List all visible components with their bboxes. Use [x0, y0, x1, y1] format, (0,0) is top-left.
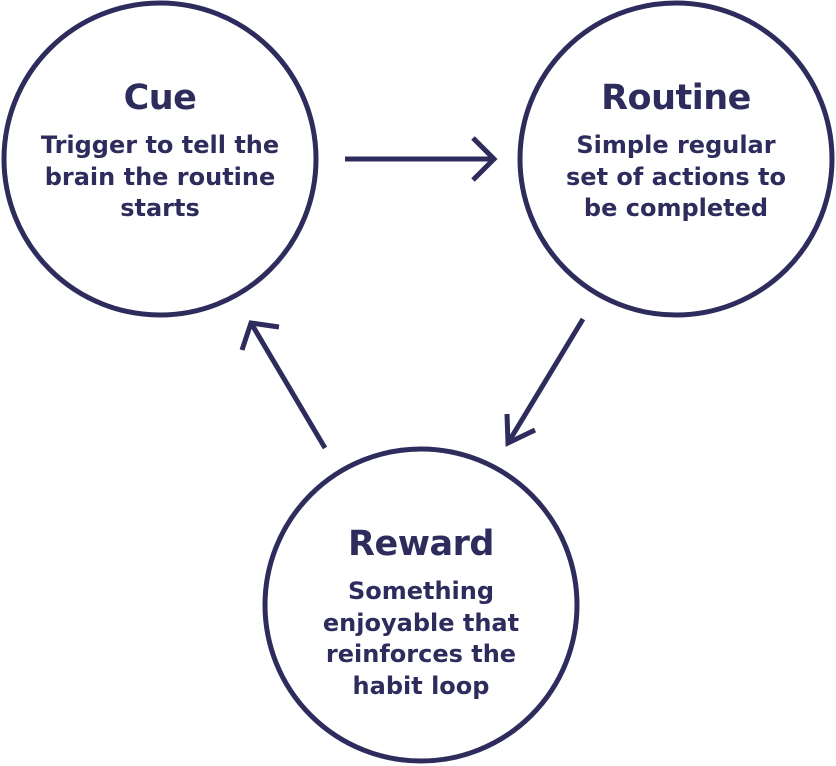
routine-line: Simple regular: [576, 131, 776, 159]
routine-title: Routine: [601, 78, 751, 118]
reward-description: Something enjoyable that reinforces the …: [271, 576, 571, 702]
reward-title: Reward: [348, 524, 494, 564]
arrow-cue-to-routine: [345, 136, 498, 182]
cue-line: starts: [120, 194, 200, 222]
reward-line: habit loop: [352, 671, 490, 700]
cue-title: Cue: [123, 78, 197, 118]
reward-line: reinforces the: [325, 640, 517, 668]
cue-description: Trigger to tell the brain the routine st…: [10, 130, 310, 225]
routine-description: Simple regular set of actions to be comp…: [526, 130, 826, 225]
reward-line: Something: [347, 577, 495, 605]
arrow-reward-to-cue: [239, 320, 328, 450]
reward-line: enjoyable that: [322, 608, 520, 637]
cue-node: Cue Trigger to tell the brain the routin…: [10, 76, 310, 225]
routine-line: be completed: [583, 194, 769, 222]
cue-line: brain the routine: [44, 162, 276, 191]
cue-line: Trigger to tell the: [40, 131, 280, 159]
routine-line: set of actions to: [566, 162, 786, 191]
routine-node: Routine Simple regular set of actions to…: [526, 76, 826, 225]
cue-circle: [1, 0, 319, 318]
arrow-routine-to-reward: [504, 317, 586, 447]
reward-node: Reward Something enjoyable that reinforc…: [271, 522, 571, 702]
routine-circle: [517, 0, 835, 318]
reward-circle: [262, 446, 580, 764]
